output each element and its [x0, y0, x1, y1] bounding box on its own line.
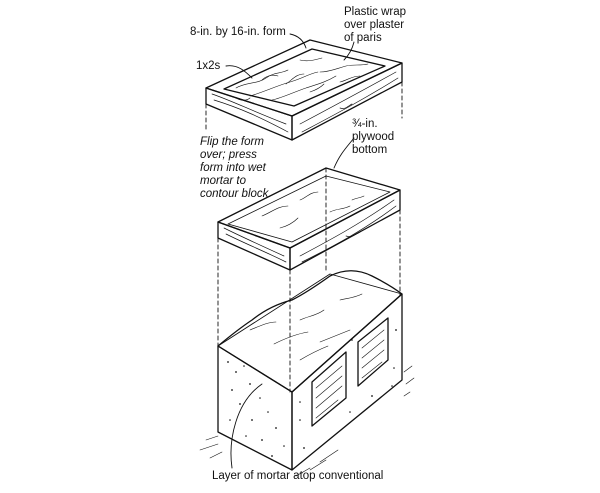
label-mortar-layer: Layer of mortar atop conventional — [212, 470, 384, 482]
label-form-size: 8-in. by 16-in. form — [190, 26, 286, 38]
ground-hatch — [199, 365, 415, 477]
plaster-texture — [235, 57, 369, 101]
top-form — [205, 39, 403, 141]
plywood-texture — [261, 191, 365, 229]
label-plastic-wrap: Plastic wrap over plaster of paris — [344, 6, 406, 44]
mortar-texture — [249, 293, 363, 361]
concrete-stipple — [227, 329, 397, 457]
leader-lines — [225, 33, 355, 469]
alignment-guides — [205, 81, 403, 393]
cinder-block — [199, 270, 415, 477]
label-flip-instruction: Flip the form over; press form into wet … — [200, 136, 272, 200]
label-lumber: 1x2s — [196, 60, 221, 72]
label-plywood: ¾-in. plywood bottom — [352, 118, 395, 156]
